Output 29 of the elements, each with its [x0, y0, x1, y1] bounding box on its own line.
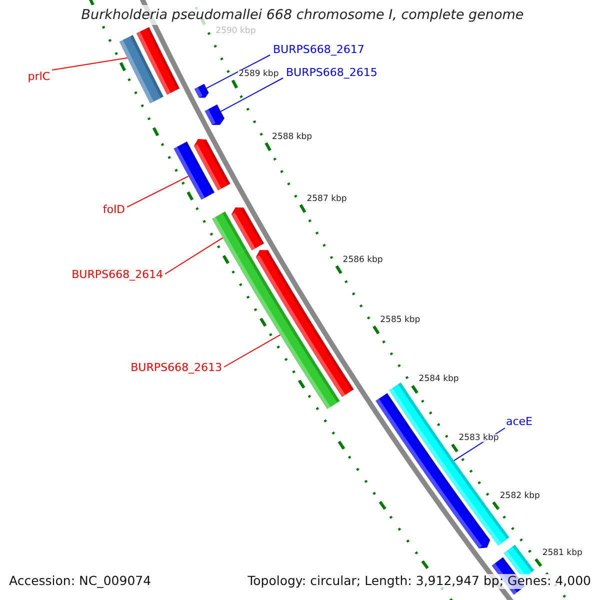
gene-label: BURPS668_2615: [286, 67, 378, 78]
leader-line: [220, 78, 284, 112]
leader-line: [206, 54, 270, 89]
scale-label: 2586 kbp: [342, 256, 384, 264]
leader-line: [164, 237, 224, 274]
gene-label: BURPS668_2613: [130, 362, 222, 373]
gene-segment: [174, 142, 214, 200]
gene-label: BURPS668_2617: [273, 44, 364, 55]
gene-label: prlC: [28, 71, 50, 82]
scale-label: 2585 kbp: [379, 316, 422, 324]
gene-label: BURPS668_2614: [72, 269, 163, 280]
scale-label: 2581 kbp: [541, 548, 584, 558]
scale-label: 2583 kbp: [458, 434, 500, 442]
leader-line: [52, 57, 128, 70]
scale-label: 2590 kbp: [214, 27, 257, 36]
leader-line: [126, 176, 189, 208]
gene-segment: [204, 104, 224, 125]
scale-label: 2589 kbp: [238, 70, 280, 79]
scale-label: 2587 kbp: [306, 194, 348, 204]
gene-segment: [119, 35, 164, 104]
scale-label: 2582 kbp: [498, 492, 541, 500]
leader-line: [224, 334, 281, 368]
gene-label: aceE: [506, 416, 533, 427]
scale-label: 2588 kbp: [271, 132, 314, 142]
gene-segment: [212, 211, 247, 257]
gene-segment: [194, 84, 209, 98]
scale-label: 2584 kbp: [418, 375, 460, 384]
gene-label: folD: [102, 204, 125, 215]
gene-segment: [234, 249, 340, 410]
